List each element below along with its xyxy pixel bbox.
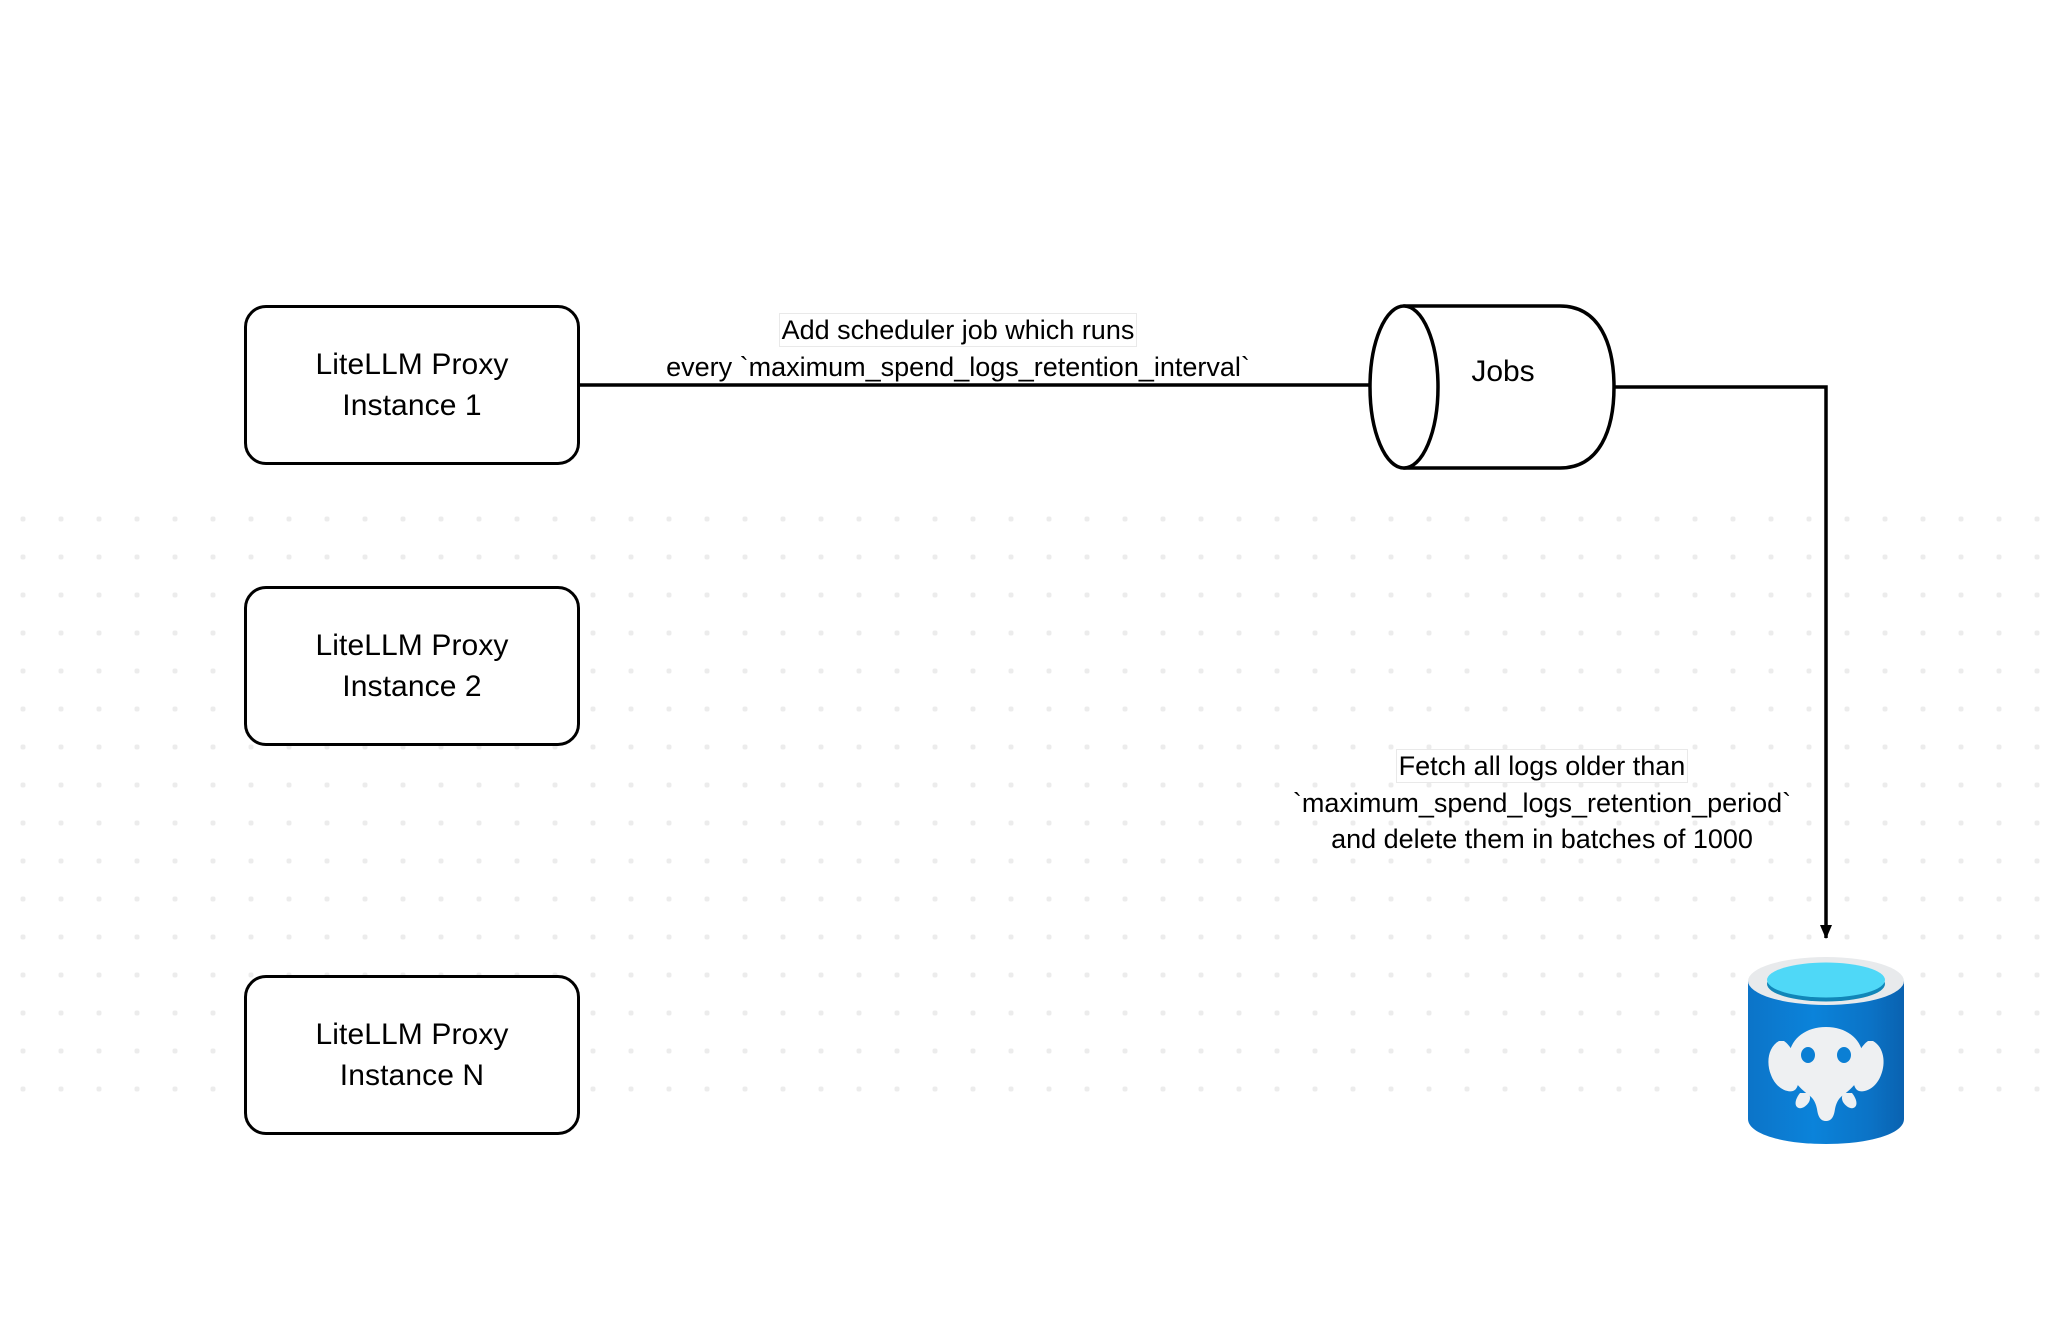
- node-label-line-1: LiteLLM Proxy: [315, 1017, 509, 1051]
- node-litellm-proxy-instance-1[interactable]: LiteLLM Proxy Instance 1: [244, 305, 580, 465]
- edge-label-fetch-delete: Fetch all logs older than `maximum_spend…: [1232, 748, 1852, 858]
- node-label-line-1: LiteLLM Proxy: [315, 347, 509, 381]
- edge-label-line-2: every `maximum_spend_logs_retention_inte…: [666, 351, 1250, 382]
- node-label-line-2: Instance 1: [342, 389, 482, 422]
- node-litellm-proxy-instance-2[interactable]: LiteLLM Proxy Instance 2: [244, 586, 580, 746]
- node-label-line-2: Instance 2: [342, 670, 482, 703]
- edge-label-line-2: `maximum_spend_logs_retention_period`: [1292, 787, 1792, 818]
- edge-label-line-1: Fetch all logs older than: [1396, 750, 1688, 782]
- edge-label-scheduler: Add scheduler job which runs every `maxi…: [598, 312, 1318, 385]
- node-label-line-1: LiteLLM Proxy: [315, 628, 509, 662]
- db-top-opening: [1767, 962, 1885, 998]
- node-litellm-proxy-instance-n[interactable]: LiteLLM Proxy Instance N: [244, 975, 580, 1135]
- jobs-node-label: Jobs: [1471, 355, 1535, 388]
- edge-jobs-to-postgres: [1614, 385, 1832, 939]
- elephant-eyes: [1801, 1047, 1851, 1063]
- edge-label-line-3: and delete them in batches of 1000: [1331, 824, 1753, 855]
- edge-label-line-1: Add scheduler job which runs: [779, 314, 1137, 346]
- node-label-line-2: Instance N: [339, 1059, 485, 1092]
- postgresql-database-icon[interactable]: [1744, 955, 1908, 1145]
